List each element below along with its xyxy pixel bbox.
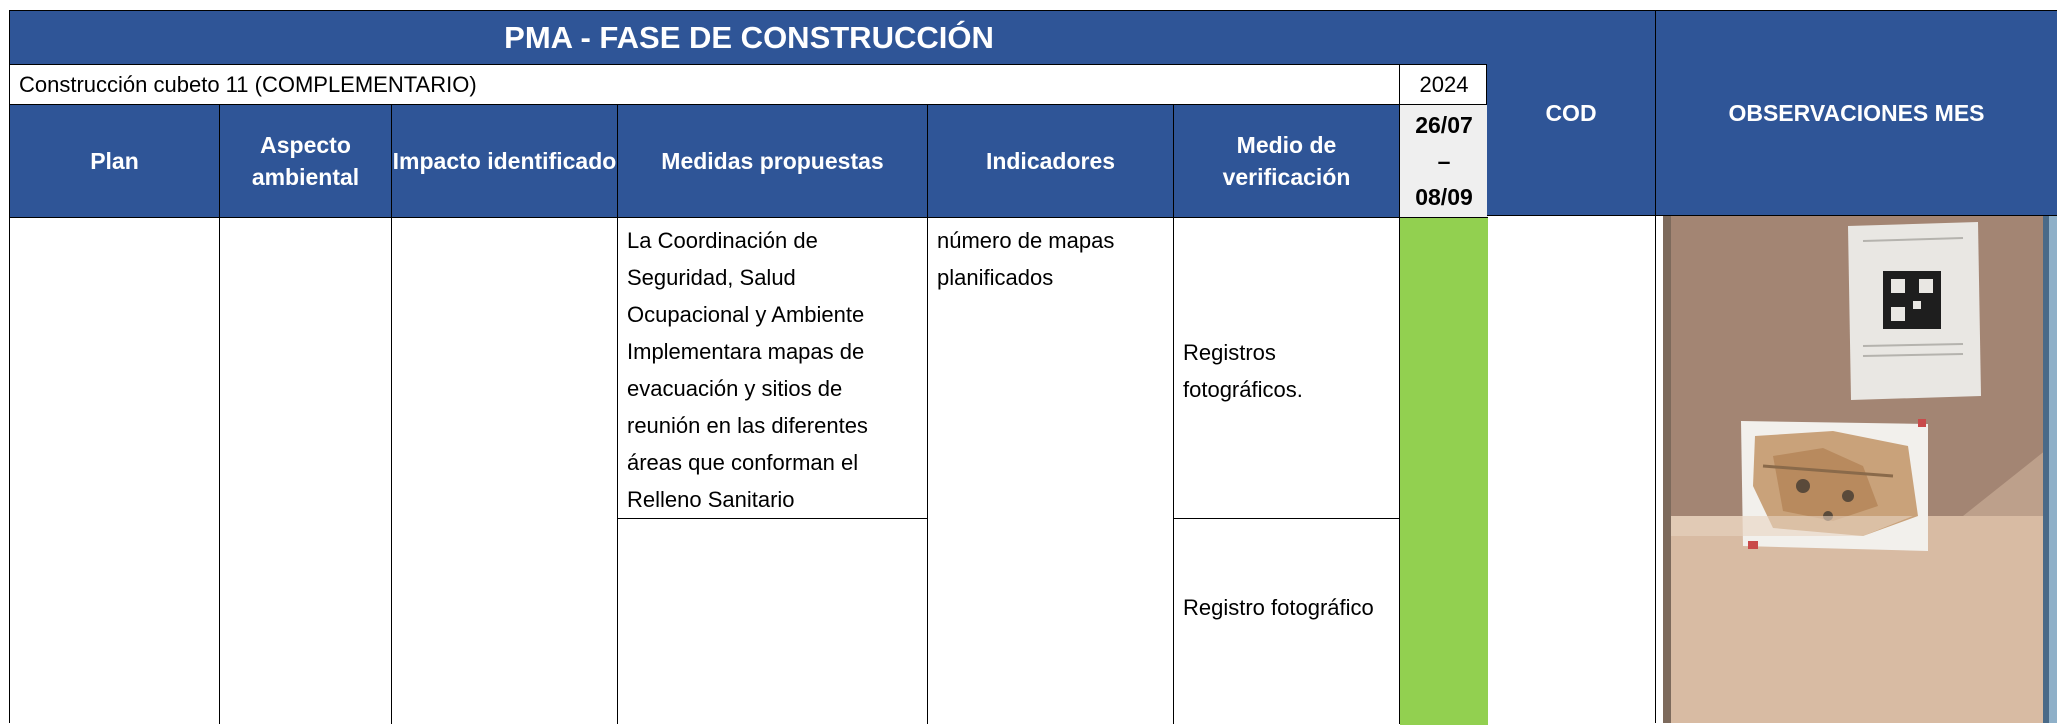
medio-cell-2: Registro fotográfico	[1183, 595, 1374, 620]
project-subtitle: Construcción cubeto 11 (COMPLEMENTARIO)	[10, 65, 1399, 105]
status-green-cell	[1400, 218, 1488, 725]
header-cod: COD	[1487, 10, 1656, 216]
header-observaciones: OBSERVACIONES MES	[1656, 10, 2057, 216]
header-impacto: Impacto identificado	[391, 105, 617, 217]
period-dash: –	[1437, 148, 1451, 174]
header-aspecto: Aspecto ambiental	[219, 105, 391, 217]
medida-cell: La Coordinación de Seguridad, Salud Ocup…	[627, 228, 868, 512]
cod-cell	[1487, 216, 1656, 723]
period-start: 26/07	[1415, 112, 1473, 138]
table-body: La Coordinación de Seguridad, Salud Ocup…	[10, 217, 1488, 725]
header-indicadores: Indicadores	[927, 105, 1173, 217]
header-plan: Plan	[90, 148, 139, 174]
period-end: 08/09	[1415, 184, 1473, 210]
page-title: PMA - FASE DE CONSTRUCCIÓN	[10, 11, 1488, 65]
header-medidas: Medidas propuestas	[617, 105, 927, 217]
indicador-cell: número de mapas planificados	[937, 228, 1115, 290]
header-period: 26/07 – 08/09	[1399, 105, 1488, 217]
column-header-row: Plan Aspecto ambiental Impacto identific…	[10, 105, 1399, 217]
medio-cell-1: Registros fotográficos.	[1183, 340, 1303, 402]
pma-table: PMA - FASE DE CONSTRUCCIÓN Construcción …	[9, 10, 1488, 725]
bulletin-board-photo	[1663, 216, 2057, 723]
header-medio: Medio de verificación	[1173, 105, 1399, 217]
year-cell: 2024	[1399, 65, 1488, 105]
